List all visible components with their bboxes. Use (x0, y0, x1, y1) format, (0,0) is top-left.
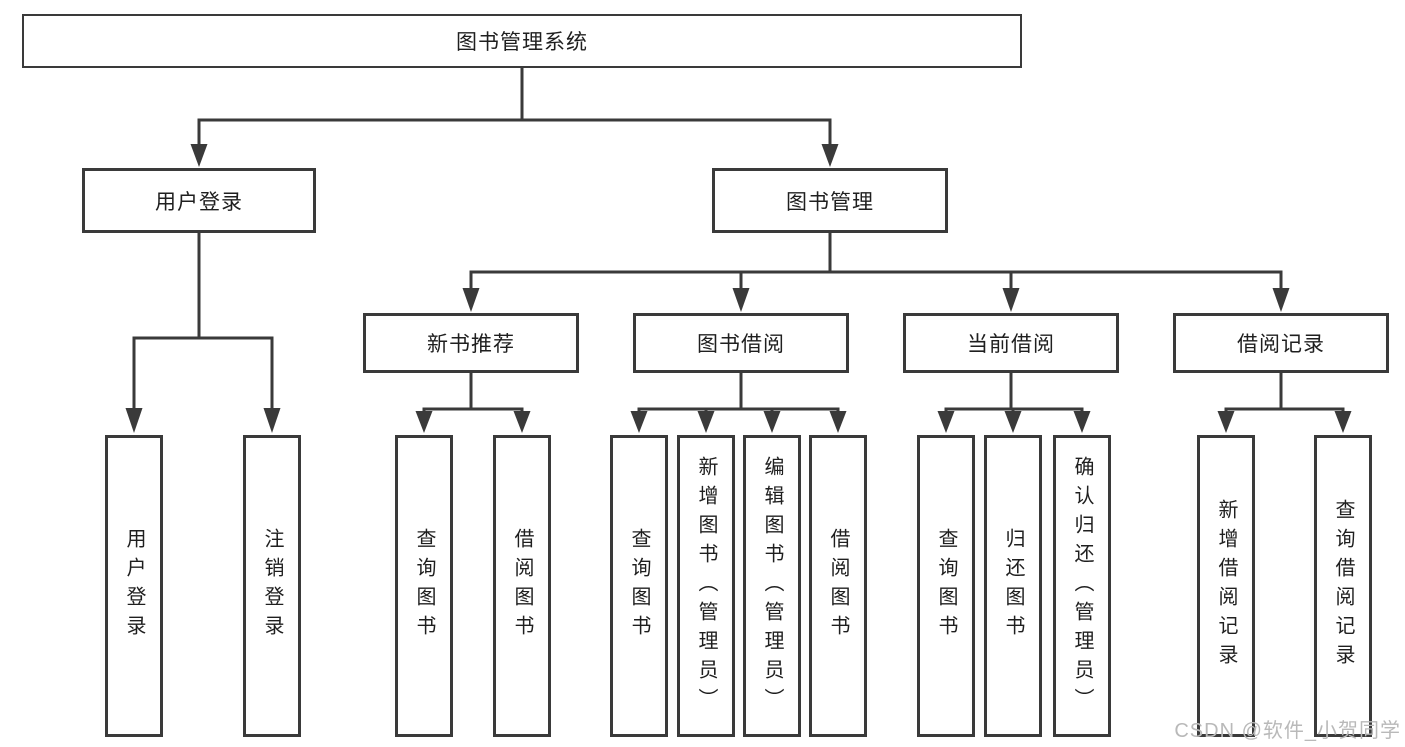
leaf-label: 查询图书 (413, 528, 435, 644)
node-label: 图书管理 (786, 190, 874, 214)
node-book-borrow: 图书借阅 (633, 313, 849, 373)
node-label: 当前借阅 (967, 333, 1055, 356)
leaf-add-borrow-record: 新增借阅记录 (1197, 435, 1255, 737)
leaf-label: 确认归还（管理员） (1071, 455, 1093, 717)
arrowhead (462, 288, 480, 312)
leaf-label: 查询借阅记录 (1332, 499, 1354, 673)
arrowhead (732, 288, 750, 312)
arrowhead (1004, 411, 1022, 433)
leaf-logout: 注销登录 (243, 435, 301, 737)
edge-bookborrow-split (637, 371, 840, 415)
edge-borrowrecords-split (1224, 371, 1345, 415)
leaf-borrow-books-recommend: 借阅图书 (493, 435, 551, 737)
watermark-text: CSDN @软件_小贺同学 (1174, 720, 1401, 742)
edge-root-split (197, 66, 832, 148)
leaf-query-books-borrow: 查询图书 (610, 435, 668, 737)
edge-currentborrow-split (944, 371, 1084, 415)
arrowhead (763, 411, 781, 433)
arrowhead (630, 411, 648, 433)
node-current-borrow: 当前借阅 (903, 313, 1119, 373)
leaf-label: 新增图书（管理员） (695, 455, 717, 717)
node-user-login: 用户登录 (82, 168, 316, 233)
leaf-label: 查询图书 (935, 528, 957, 644)
node-library-management-system: 图书管理系统 (22, 14, 1022, 68)
arrowhead (1334, 411, 1352, 433)
leaf-label: 编辑图书（管理员） (761, 455, 783, 717)
edge-bookmgmt-split (469, 231, 1283, 292)
node-borrow-records: 借阅记录 (1173, 313, 1389, 373)
node-label: 图书借阅 (697, 333, 785, 356)
node-label: 用户登录 (155, 190, 243, 214)
leaf-label: 注销登录 (261, 528, 283, 644)
arrowhead (190, 144, 208, 167)
arrowhead (1272, 288, 1290, 312)
leaf-confirm-return-admin: 确认归还（管理员） (1053, 435, 1111, 737)
leaf-add-book-admin: 新增图书（管理员） (677, 435, 735, 737)
node-book-management: 图书管理 (712, 168, 948, 233)
arrowhead (829, 411, 847, 433)
leaf-query-books-recommend: 查询图书 (395, 435, 453, 737)
arrowhead (1217, 411, 1235, 433)
leaf-query-borrow-record: 查询借阅记录 (1314, 435, 1372, 737)
leaf-borrow-books: 借阅图书 (809, 435, 867, 737)
leaf-edit-book-admin: 编辑图书（管理员） (743, 435, 801, 737)
arrowhead (125, 408, 143, 433)
node-label: 借阅记录 (1237, 333, 1325, 356)
arrowhead (1073, 411, 1091, 433)
leaf-label: 归还图书 (1002, 528, 1024, 644)
arrowhead (697, 411, 715, 433)
arrowhead (1002, 288, 1020, 312)
leaf-label: 新增借阅记录 (1215, 499, 1237, 673)
leaf-label: 查询图书 (628, 528, 650, 644)
leaf-return-book: 归还图书 (984, 435, 1042, 737)
arrowhead (263, 408, 281, 433)
edge-userlogin-split (132, 231, 274, 412)
leaf-label: 用户登录 (123, 528, 145, 644)
arrowhead (513, 411, 531, 433)
node-label: 新书推荐 (427, 333, 515, 356)
node-new-book-recommend: 新书推荐 (363, 313, 579, 373)
node-label: 图书管理系统 (456, 31, 588, 54)
leaf-user-login: 用户登录 (105, 435, 163, 737)
arrowhead (415, 411, 433, 433)
arrowhead (821, 144, 839, 167)
leaf-label: 借阅图书 (511, 528, 533, 644)
leaf-query-books-current: 查询图书 (917, 435, 975, 737)
leaf-label: 借阅图书 (827, 528, 849, 644)
edge-newbook-split (422, 371, 524, 415)
arrowhead (937, 411, 955, 433)
